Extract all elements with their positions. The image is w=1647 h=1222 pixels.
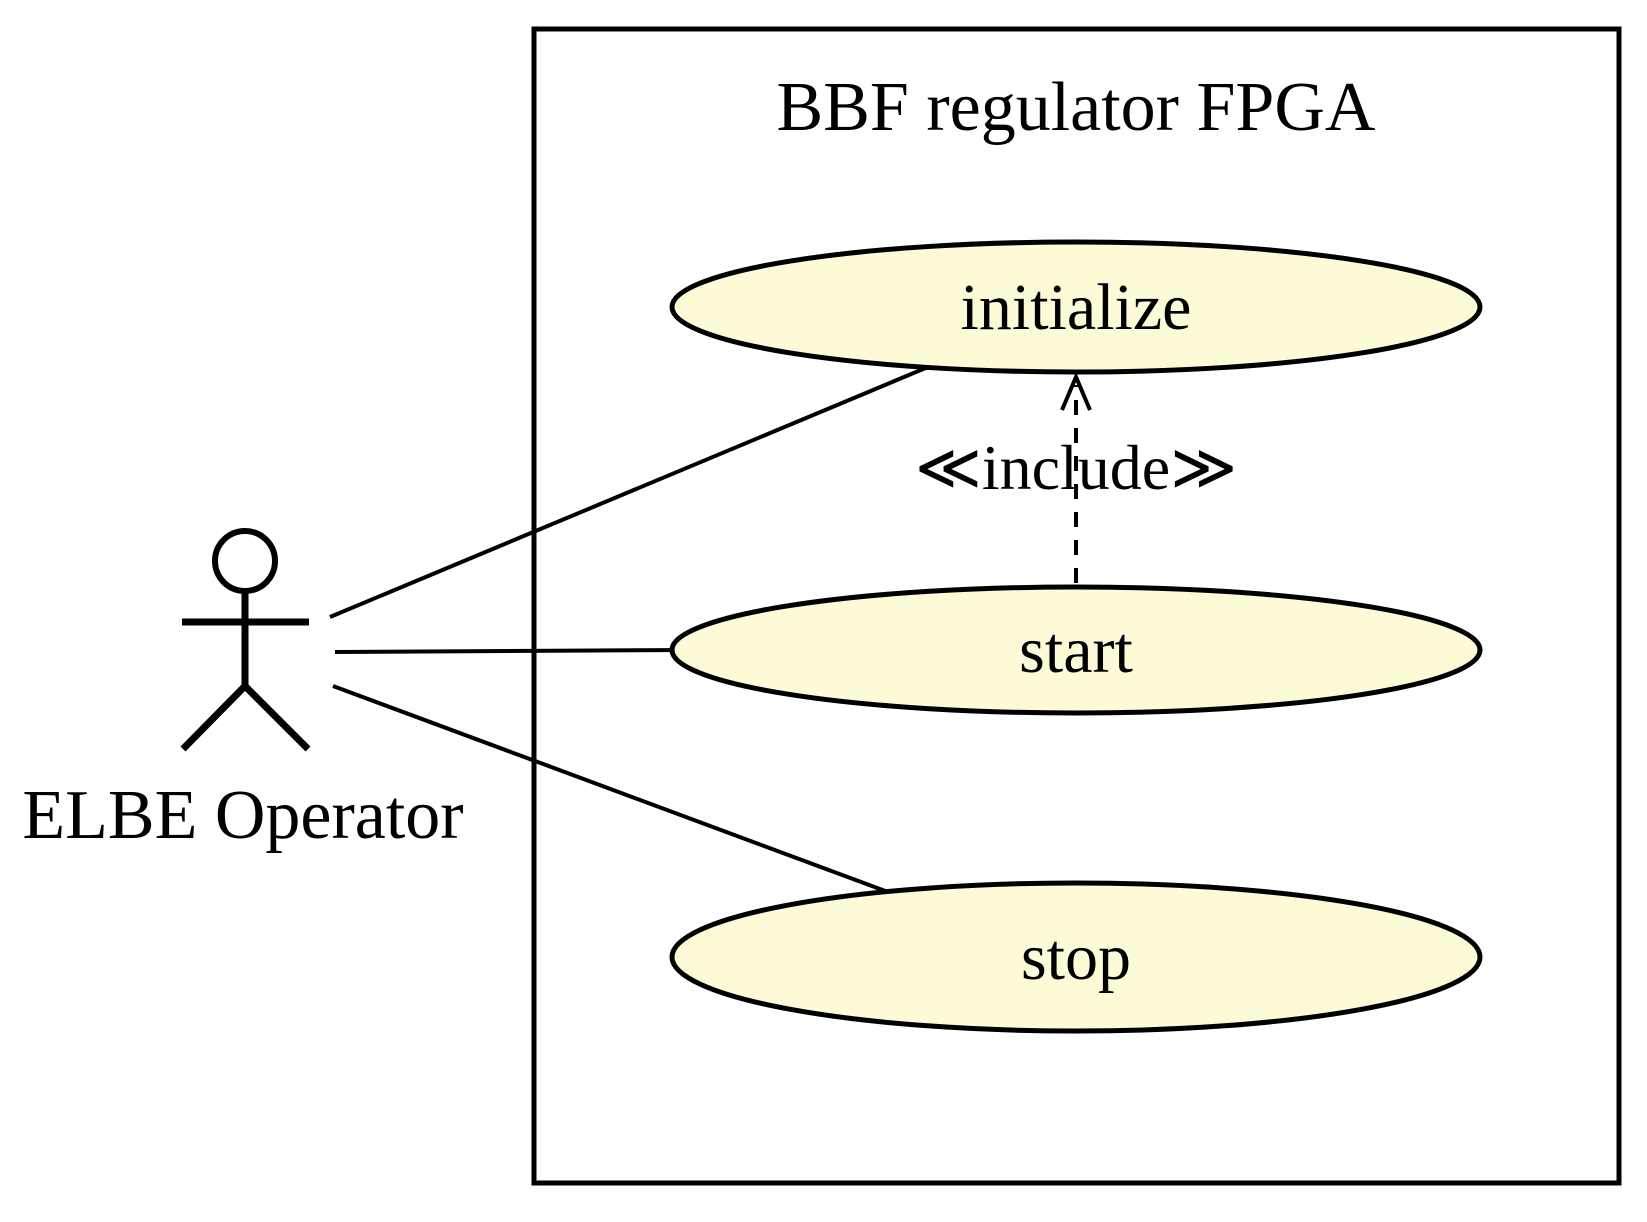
- include-stereotype-label: ≪include≫: [915, 432, 1237, 503]
- use-case-initialize-label: initialize: [961, 271, 1192, 344]
- association-line-stop: [332, 684, 916, 904]
- association-line-start: [334, 648, 691, 654]
- use-case-start-label: start: [1019, 614, 1133, 687]
- system-title: BBF regulator FPGA: [777, 69, 1376, 146]
- use-case-stop: [669, 880, 1483, 1034]
- actor-label: ELBE Operator: [22, 777, 463, 854]
- use-case-stop-label: stop: [1021, 921, 1131, 994]
- use-case-start: [669, 584, 1483, 716]
- association-line-initialize: [329, 360, 941, 619]
- actor-legs: [180, 682, 311, 752]
- include-arrowhead-icon: [1060, 371, 1092, 411]
- actor-stick-figure-icon: [180, 528, 311, 752]
- actor-head: [212, 528, 278, 594]
- system-boundary-box: [531, 26, 1622, 1186]
